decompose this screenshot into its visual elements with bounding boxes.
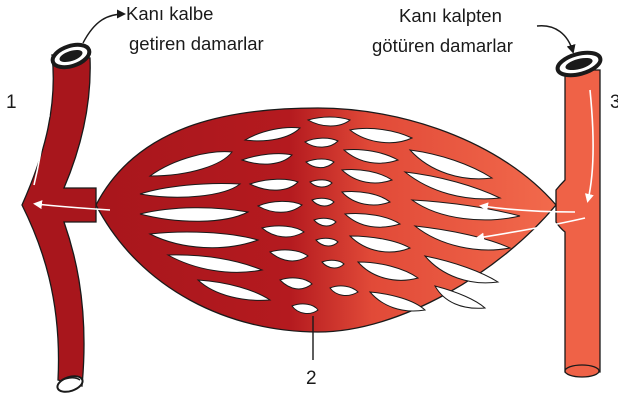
pointer-arrows xyxy=(82,9,576,360)
label-left-line1: Kanı kalbe xyxy=(126,3,213,24)
left-vessel xyxy=(21,42,97,393)
flow-arrow-down-right xyxy=(584,89,594,203)
capillary-network xyxy=(95,107,557,333)
flow-arrow-right-branch-lower xyxy=(475,217,586,242)
flow-arrow-up-left xyxy=(33,107,51,186)
capillary-gaps xyxy=(139,116,521,314)
label-right-line2: götüren damarlar xyxy=(372,35,513,56)
label-right-line1: Kanı kalpten xyxy=(399,5,502,26)
flow-arrow-left-branch xyxy=(33,200,111,211)
flow-arrow-right-branch-upper xyxy=(479,202,576,213)
number-1: 1 xyxy=(6,92,17,113)
label-left-line2: getiren damarlar xyxy=(129,33,264,54)
pointer-arrow-right xyxy=(536,25,576,54)
right-vessel xyxy=(555,50,603,378)
pointer-arrow-left xyxy=(82,9,126,44)
number-3: 3 xyxy=(610,92,618,113)
flow-arrows xyxy=(33,89,594,242)
number-2: 2 xyxy=(306,368,317,389)
